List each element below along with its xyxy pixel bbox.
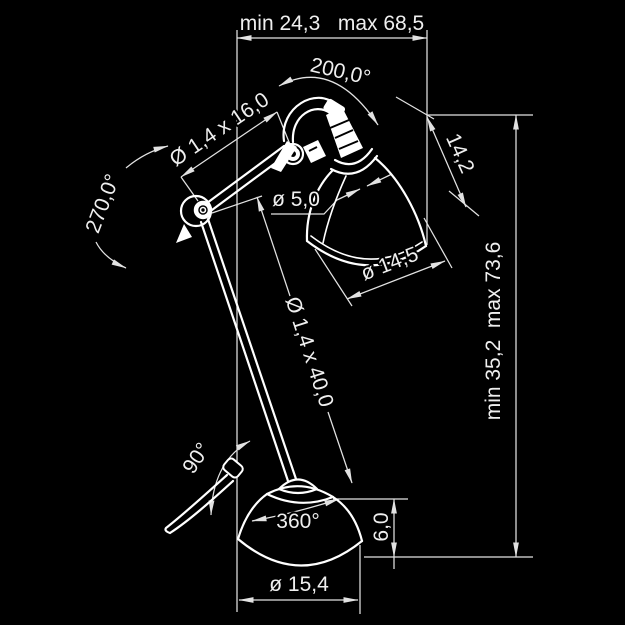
arc-base-rotation: [251, 498, 340, 522]
power-cable: [164, 457, 244, 535]
dimension-labels: min 24,3 max 68,5 200,0° Ø 1,4 x 16,0 27…: [79, 10, 507, 598]
dim-lower-arm-line-lower: [327, 411, 353, 484]
dim-shade-hole-arrow-left: [336, 188, 361, 201]
dim-head-length-line: [426, 116, 467, 208]
socket-body: [326, 107, 363, 158]
label-elbow-angle: 270,0°: [81, 171, 124, 236]
elbow-joint: [176, 194, 213, 243]
label-shade-angle: 200,0°: [308, 54, 373, 90]
head-pivot-ring: [281, 142, 305, 166]
label-head-length: 14,2: [441, 130, 479, 177]
ext-shade-diameter-left: [314, 248, 353, 307]
socket-ribs: [329, 119, 359, 150]
dim-shade-diameter-line: [346, 260, 446, 300]
arc-base-tilt: [208, 440, 251, 516]
base-cap: [265, 485, 335, 504]
leader-shade-hole: [271, 199, 338, 215]
arc-elbow-angle-lower: [95, 241, 127, 269]
base-bottom-edge: [236, 537, 364, 567]
base-right-slope: [331, 495, 364, 543]
label-reach: min 24,3 max 68,5: [240, 12, 424, 35]
label-base-tilt-angle: 90°: [178, 439, 215, 478]
shade-left-edge: [305, 168, 335, 243]
arc-elbow-angle-upper: [125, 145, 169, 169]
shade-right-edge: [373, 156, 428, 248]
label-base-height: 6,0: [370, 512, 393, 541]
elbow-screw: [199, 206, 207, 214]
elbow-washer: [193, 200, 213, 220]
lamp-outline: [164, 96, 428, 567]
shade-seam: [322, 175, 347, 244]
lamp-base: [236, 478, 364, 567]
shade-rim-outer: [305, 239, 428, 267]
clamp-block: [303, 140, 326, 163]
dim-upper-arm-line: [180, 111, 278, 178]
cable-curve: [164, 473, 235, 535]
head-joint: [271, 140, 326, 172]
arc-shade-angle: [278, 76, 379, 126]
ext-shade-diameter-right: [423, 217, 453, 269]
base-left-slope: [236, 492, 269, 541]
elbow-tab: [176, 224, 192, 243]
socket-collar: [329, 147, 379, 175]
label-upper-arm-tube: Ø 1,4 x 16,0: [166, 88, 274, 171]
lamp-shade: [305, 156, 428, 267]
lower-arm: [199, 217, 298, 483]
lamp-socket: [323, 98, 379, 175]
base-entry-dome: [277, 478, 319, 495]
clamp-slot: [308, 146, 318, 152]
cable-grommet: [222, 457, 244, 479]
shade-rim-inner: [310, 235, 423, 260]
dim-lower-arm-line-upper: [256, 196, 291, 297]
label-base-diameter: ø 15,4: [269, 573, 329, 596]
label-lower-arm-tube: Ø 1,4 x 40,0: [281, 294, 338, 410]
label-shade-hole-diameter: ø 5,0: [272, 188, 320, 211]
dim-shade-hole-arrow-right: [366, 173, 393, 187]
ext-lower-arm-top: [211, 195, 263, 214]
head-pivot-washer: [286, 147, 300, 161]
label-height: min 35,2 max 73,6: [482, 242, 505, 421]
label-shade-diameter: ø 14,5: [358, 243, 422, 286]
ext-head-length-top: [395, 96, 435, 120]
label-base-rotation-angle: 360°: [276, 510, 319, 533]
ext-head-length-bottom: [448, 190, 480, 217]
